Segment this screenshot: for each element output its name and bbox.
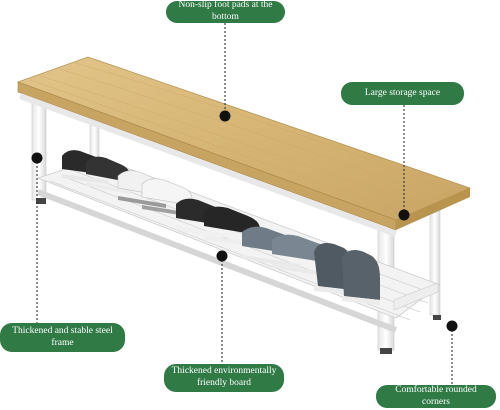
- callout-text-line1: Thickened environmentally: [171, 366, 277, 377]
- callout-friendly-board: Thickened environmentally friendly board: [164, 364, 284, 392]
- callout-steel-frame: Thickened and stable steel frame: [0, 323, 125, 352]
- callout-text: Thickened and stable steel frame: [12, 325, 113, 348]
- callout-text: Non-slip foot pads at the bottom: [178, 0, 273, 22]
- wooden-bench-top: [16, 56, 472, 237]
- callout-large-storage: Large storage space: [341, 82, 464, 105]
- callout-text: Comfortable rounded corners: [395, 384, 477, 407]
- callout-rounded-corners: Comfortable rounded corners: [376, 385, 496, 408]
- callout-text: Large storage space: [364, 87, 441, 98]
- callout-non-slip-foot-pads: Non-slip foot pads at the bottom: [166, 0, 285, 23]
- callout-text-line2: friendly board: [196, 378, 252, 388]
- shoes-on-shelf: [62, 150, 380, 305]
- callout-pointers: [36, 23, 453, 385]
- callout-dots: [31, 110, 458, 332]
